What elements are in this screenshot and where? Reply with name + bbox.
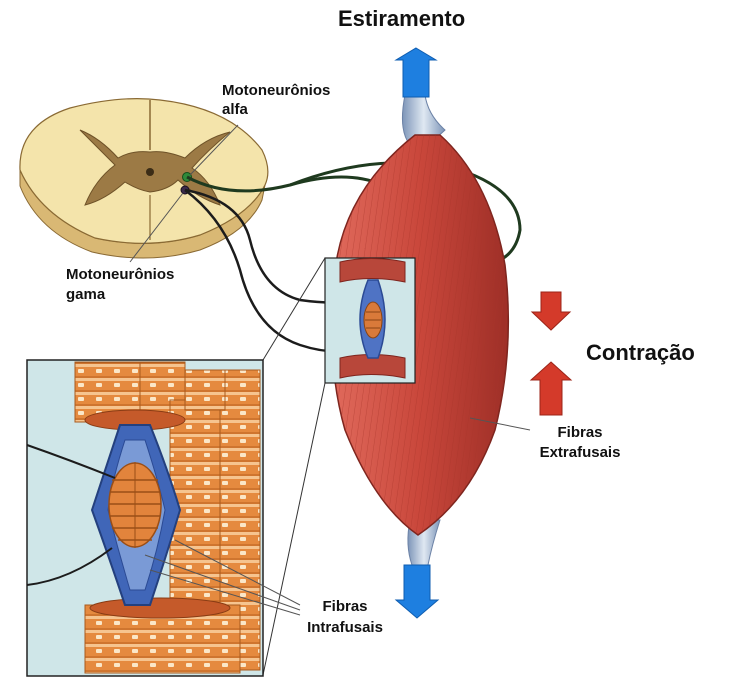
intrafusal-fibers	[109, 462, 161, 548]
label-gamma-motoneurons-line2: gama	[66, 286, 105, 303]
label-extrafusal-fibers-line1: Fibras	[535, 424, 625, 441]
label-intrafusal-fibers-line1: Fibras	[300, 598, 390, 615]
spinal-cord	[20, 99, 268, 258]
label-contraction: Contração	[586, 340, 695, 365]
stretch-arrow-up	[396, 48, 436, 97]
label-stretch: Estiramento	[338, 6, 465, 31]
inset-magnified	[27, 360, 263, 676]
contraction-arrow-down	[532, 292, 570, 330]
label-gamma-motoneurons-line1: Motoneurônios	[66, 266, 174, 283]
label-extrafusal-fibers-line2: Extrafusais	[535, 444, 625, 461]
contraction-arrow-up	[531, 362, 571, 415]
label-alpha-motoneurons-line1: Motoneurônios	[222, 82, 330, 99]
stretch-arrow-down	[396, 565, 438, 618]
label-alpha-motoneurons-line2: alfa	[222, 101, 248, 118]
label-intrafusal-fibers-line2: Intrafusais	[300, 619, 390, 636]
muscle	[325, 95, 508, 565]
